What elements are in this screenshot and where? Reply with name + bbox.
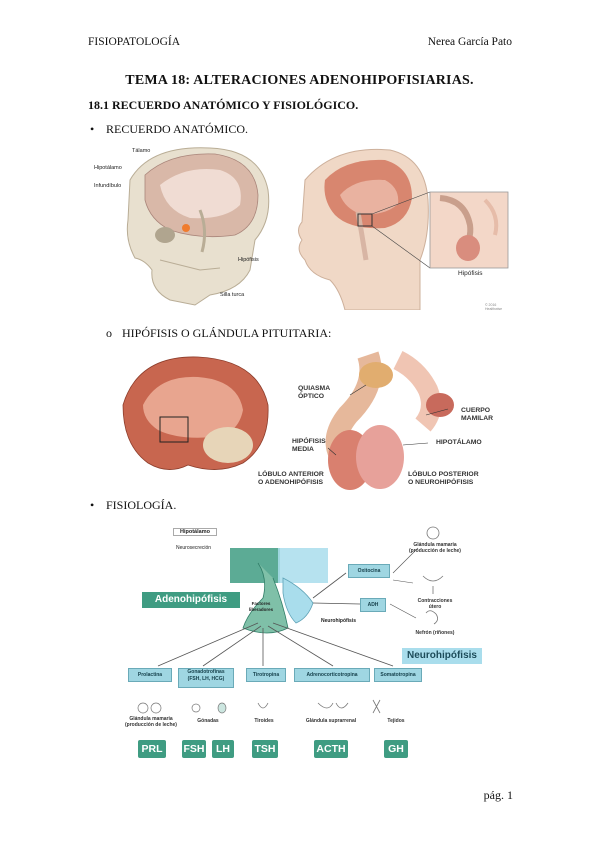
organ-suprarrenal: Glándula suprarrenal bbox=[305, 718, 357, 724]
label-hipotalamo3: Hipotálamo bbox=[173, 528, 217, 536]
box-oxitocina: Oxitocina bbox=[348, 564, 390, 578]
bullet-anatomico: RECUERDO ANATÓMICO. bbox=[106, 122, 249, 136]
label-neurohipofisis: Neurohipófisis bbox=[402, 648, 482, 664]
label-nefron: Nefrón (riñones) bbox=[415, 630, 455, 636]
box-adrenocorticotropina: Adrenocorticotropina bbox=[294, 668, 370, 682]
copyright: © 2016 Healthwise bbox=[485, 303, 503, 311]
label-hipotalamo2: HIPOTÁLAMO bbox=[436, 439, 482, 446]
label-contracciones: Contracciones útero bbox=[417, 598, 453, 610]
label-quiasma: QUIASMA ÓPTICO bbox=[298, 385, 331, 400]
label-adenohipofisis: Adenohipófisis bbox=[142, 592, 240, 608]
abbr-lh: LH bbox=[212, 740, 234, 758]
header-right: Nerea García Pato bbox=[427, 36, 512, 48]
box-gonadotrofinas: Gonadotrofinas (FSH, LH, HCG) bbox=[178, 668, 234, 688]
bullet-hipofisis: HIPÓFISIS O GLÁNDULA PITUITARIA: bbox=[122, 326, 332, 340]
page-number: pág. 1 bbox=[483, 788, 513, 802]
label-glandula-leche: Glándula mamaria (producción de leche) bbox=[409, 542, 461, 554]
label-hipofisis: Hipófisis bbox=[238, 257, 259, 263]
figure-pituitary: QUIASMA ÓPTICO CUERPO MAMILAR HIPÓFISIS … bbox=[118, 345, 510, 495]
anatomy-illustration bbox=[126, 147, 509, 311]
abbr-fsh: FSH bbox=[182, 740, 206, 758]
label-infundibulo: Infundíbulo bbox=[94, 183, 122, 189]
label-silla-turca: Silla turca bbox=[220, 292, 245, 298]
section-heading: 18.1 RECUERDO ANATÓMICO Y FISIOLÓGICO. bbox=[88, 98, 359, 112]
label-hipofisis-media: HIPÓFISIS MEDIA bbox=[292, 438, 326, 453]
organ-tejidos: Tejidos bbox=[387, 718, 405, 724]
header-left: FISIOPATOLOGÍA bbox=[88, 36, 181, 48]
physiology-diagram bbox=[137, 526, 444, 714]
label-neurosecrecion: Neurosecreción bbox=[176, 545, 212, 551]
label-talamo: Tálamo bbox=[132, 148, 151, 154]
pituitary-illustration bbox=[122, 351, 454, 490]
label-lobulo-posterior: LÓBULO POSTERIOR O NEUROHIPÓFISIS bbox=[408, 471, 479, 486]
sub-bullet-marker: o bbox=[106, 326, 112, 340]
bullet-marker: • bbox=[90, 122, 95, 136]
organ-gonadas: Gónadas bbox=[197, 718, 219, 724]
label-lobulo-anterior: LÓBULO ANTERIOR O ADENOHIPÓFISIS bbox=[258, 471, 324, 486]
abbr-gh: GH bbox=[384, 740, 408, 758]
box-somatotropina: Somatotropina bbox=[374, 668, 422, 682]
page-title: TEMA 18: ALTERACIONES ADENOHIPOFISIARIAS… bbox=[125, 73, 474, 88]
abbr-acth: ACTH bbox=[314, 740, 348, 758]
figure-physiology: Hipotálamo Neurosecreción Adenohipófisis… bbox=[118, 518, 490, 762]
label-neurohipofisis-small: Neurohipófisis bbox=[321, 618, 357, 624]
abbr-tsh: TSH bbox=[252, 740, 278, 758]
organ-tiroides: Tiroides bbox=[254, 718, 274, 724]
box-adh: ADH bbox=[360, 598, 386, 612]
label-cuerpo-mamilar: CUERPO MAMILAR bbox=[461, 407, 494, 422]
label-hipotalamo: Hipotálamo bbox=[94, 165, 122, 171]
bullet-fisiologia: FISIOLOGÍA. bbox=[106, 498, 177, 512]
abbr-prl: PRL bbox=[138, 740, 166, 758]
label-inset-hipofisis: Hipófisis bbox=[458, 270, 483, 277]
label-factores: Factores liberadores bbox=[248, 601, 274, 612]
organ-mama: Glándula mamaria (producción de leche) bbox=[125, 716, 177, 728]
figure-anatomy: Tálamo Hipotálamo Infundíbulo Hipófisis … bbox=[90, 140, 510, 311]
box-prolactina: Prolactina bbox=[128, 668, 172, 682]
box-tirotropina: Tirotropina bbox=[246, 668, 286, 682]
bullet-marker-3: • bbox=[90, 498, 95, 512]
